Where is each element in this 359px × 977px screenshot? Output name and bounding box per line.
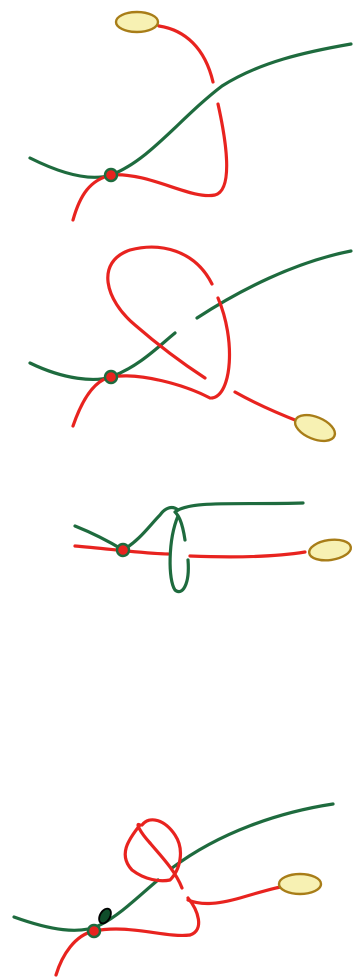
joint-dot	[117, 544, 129, 556]
red-rope	[56, 929, 190, 975]
rope-end-tab	[279, 874, 321, 894]
panel-step-2	[30, 247, 351, 446]
green-rope-upper	[197, 251, 351, 318]
red-rope-right	[190, 552, 305, 557]
red-rope-lower	[73, 104, 227, 220]
panel-step-1	[30, 12, 351, 220]
rope-end-tab	[291, 410, 338, 446]
red-rope-loop	[212, 298, 229, 398]
joint-dot	[88, 925, 100, 937]
green-rope-upper	[172, 804, 333, 868]
green-rope	[14, 880, 158, 930]
red-rope-tail	[188, 886, 285, 904]
green-loop-top	[175, 503, 303, 540]
joint-dot	[105, 371, 117, 383]
second-dot	[97, 907, 114, 926]
red-rope	[73, 376, 210, 426]
rope-end-tab	[116, 12, 158, 32]
rope-end-tab	[308, 537, 352, 563]
panel-step-4	[14, 804, 333, 975]
red-rope-loop-top	[108, 247, 212, 378]
green-rope	[75, 508, 178, 550]
joint-dot	[105, 169, 117, 181]
panel-step-3	[75, 503, 352, 592]
red-rope-tail	[235, 392, 300, 422]
green-rope	[30, 44, 351, 177]
red-rope	[159, 26, 213, 82]
green-loop	[170, 516, 188, 592]
